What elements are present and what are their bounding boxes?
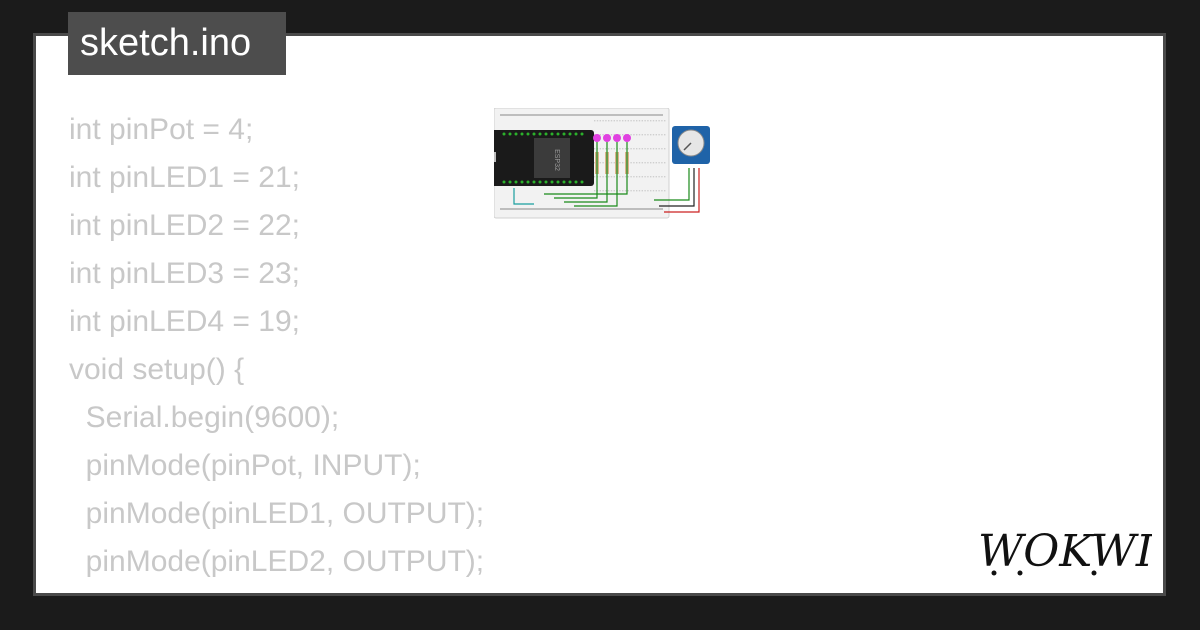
code-line: pinMode(pinPot, INPUT); (69, 449, 421, 482)
preview-card: int pinPot = 4; int pinLED1 = 21; int pinL… (33, 33, 1166, 596)
code-line: int pinLED3 = 23; (69, 257, 300, 290)
circuit-diagram: ESP32 (494, 108, 710, 219)
brand-logo-text: WOKWI (978, 526, 1152, 577)
code-line: void setup() { (69, 353, 245, 386)
file-title-tab: sketch.ino (68, 12, 286, 75)
code-line: pinMode(pinLED1, OUTPUT); (69, 497, 485, 530)
code-line: Serial.begin(9600); (69, 401, 340, 434)
esp32-board-icon: ESP32 (494, 130, 594, 186)
wokwi-logo-icon: WOKWI (978, 526, 1152, 577)
chip-label: ESP32 (553, 149, 560, 171)
code-line: pinMode(pinLED3, OUTPUT); (69, 586, 669, 593)
code-line: int pinLED4 = 19; (69, 305, 300, 338)
code-line: pinMode(pinLED2, OUTPUT); (69, 545, 485, 578)
code-line: int pinPot = 4; (69, 113, 254, 146)
code-line: int pinLED1 = 21; (69, 161, 300, 194)
potentiometer-icon (672, 126, 710, 164)
led-icon (593, 134, 631, 142)
code-line: int pinLED2 = 22; (69, 209, 300, 242)
code-listing: int pinPot = 4; int pinLED1 = 21; int pinL… (69, 106, 669, 593)
